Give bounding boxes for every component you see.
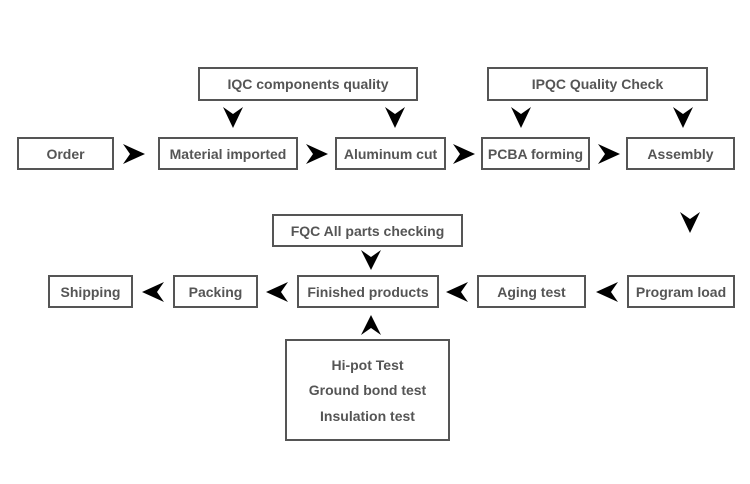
shipping-box: Shipping xyxy=(48,275,133,308)
arrow-aluminum-to-pcba xyxy=(453,144,475,164)
ipqc-box: IPQC Quality Check xyxy=(487,67,708,101)
arrow-ipqc-to-pcba xyxy=(511,107,531,128)
finished-products-box: Finished products xyxy=(297,275,439,308)
arrow-iqc-to-aluminum xyxy=(385,107,405,128)
program-load-label: Program load xyxy=(635,283,727,300)
arrow-tests-to-finished xyxy=(361,315,381,335)
finished-products-label: Finished products xyxy=(307,283,429,300)
fqc-label: FQC All parts checking xyxy=(290,222,445,239)
program-load-box: Program load xyxy=(627,275,735,308)
iqc-label: IQC components quality xyxy=(227,76,389,92)
shipping-label: Shipping xyxy=(60,283,121,300)
aluminum-cut-box: Aluminum cut xyxy=(335,137,446,170)
iqc-box: IQC components quality xyxy=(198,67,418,101)
pcba-forming-box: PCBA forming xyxy=(481,137,590,170)
arrow-iqc-to-material xyxy=(223,107,243,128)
arrow-order-to-material xyxy=(123,144,145,164)
material-imported-box: Material imported xyxy=(158,137,298,170)
ipqc-label: IPQC Quality Check xyxy=(531,76,664,92)
pcba-forming-label: PCBA forming xyxy=(487,145,584,162)
aging-test-label: Aging test xyxy=(497,283,566,300)
arrow-packing-to-shipping xyxy=(142,282,164,302)
order-box: Order xyxy=(17,137,114,170)
arrow-fqc-to-finished xyxy=(361,250,381,270)
hipot-test-label: Hi-pot Test xyxy=(331,356,404,373)
fqc-box: FQC All parts checking xyxy=(272,214,463,247)
arrow-material-to-aluminum xyxy=(306,144,328,164)
arrow-pcba-to-assembly xyxy=(598,144,620,164)
ground-bond-test-label: Ground bond test xyxy=(308,382,427,398)
aluminum-cut-label: Aluminum cut xyxy=(343,145,438,162)
arrow-program-to-aging xyxy=(596,282,618,302)
insulation-test-label: Insulation test xyxy=(320,407,415,424)
packing-box: Packing xyxy=(173,275,258,308)
arrow-finished-to-packing xyxy=(266,282,288,302)
arrow-assembly-to-program xyxy=(680,212,700,233)
order-label: Order xyxy=(46,145,85,162)
arrow-ipqc-to-assembly xyxy=(673,107,693,128)
arrow-aging-to-finished xyxy=(446,282,468,302)
tests-box: Hi-pot Test Ground bond test Insulation … xyxy=(285,339,450,441)
aging-test-box: Aging test xyxy=(477,275,586,308)
packing-label: Packing xyxy=(188,283,243,300)
assembly-label: Assembly xyxy=(647,145,714,162)
assembly-box: Assembly xyxy=(626,137,735,170)
material-imported-label: Material imported xyxy=(169,145,287,162)
